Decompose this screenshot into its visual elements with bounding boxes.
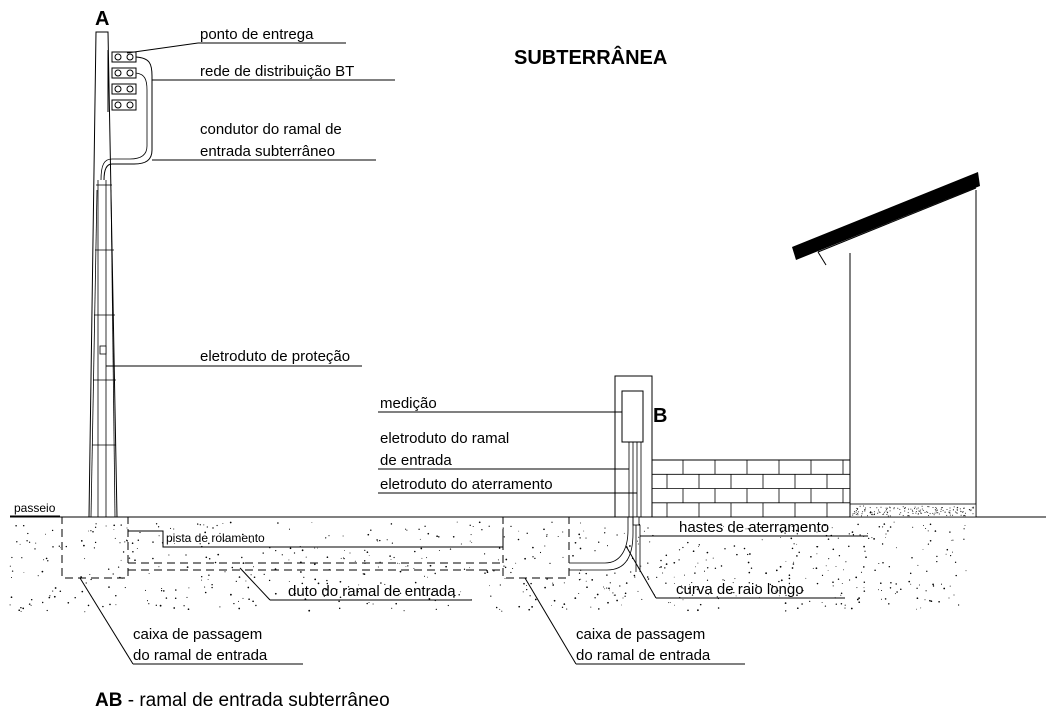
label-eletroduto-aterramento: eletroduto do aterramento — [380, 476, 553, 493]
diagram-title: SUBTERRÂNEA — [514, 45, 667, 69]
label-caixa-2-line2: do ramal de entrada — [576, 647, 711, 664]
legend-caption: AB - ramal de entrada subterrâneo — [95, 690, 390, 712]
label-caixa-2-line1: caixa de passagem — [576, 626, 705, 643]
label-eletroduto-protecao: eletroduto de proteção — [200, 348, 350, 365]
label-caixa-1-line1: caixa de passagem — [133, 626, 262, 643]
passage-box-1 — [61, 516, 129, 579]
entrance-conductor — [100, 56, 153, 181]
leader-lines — [10, 42, 868, 665]
label-caixa-1-line2: do ramal de entrada — [133, 647, 268, 664]
floor-texture — [852, 505, 975, 517]
caption-code: AB — [95, 690, 123, 711]
conduit — [128, 562, 503, 571]
label-eletroduto-ramal-line1: eletroduto do ramal — [380, 430, 509, 447]
point-a-label: A — [95, 8, 109, 30]
soil-texture — [9, 521, 967, 613]
meter-post — [614, 375, 653, 526]
point-b-label: B — [653, 405, 667, 427]
label-condutor-line1: condutor do ramal de — [200, 121, 342, 138]
label-ponto-de-entrega: ponto de entrega — [200, 26, 314, 43]
insulator-rack — [107, 50, 137, 112]
label-condutor-line2: entrada subterrâneo — [200, 143, 335, 160]
label-passeio: passeio — [14, 501, 56, 515]
label-eletroduto-ramal-line2: de entrada — [380, 452, 452, 469]
utility-pole — [88, 31, 118, 518]
label-duto-ramal: duto do ramal de entrada — [288, 583, 456, 600]
caption-text: - ramal de entrada subterrâneo — [122, 690, 390, 711]
label-pista-rolamento: pista de rolamento — [166, 531, 265, 545]
label-hastes-aterramento: hastes de aterramento — [679, 519, 829, 536]
brick-wall — [650, 459, 851, 518]
label-curva-raio-longo: curva de raio longo — [676, 581, 804, 598]
label-rede-distribuicao: rede de distribuição BT — [200, 63, 354, 80]
long-radius-bend — [569, 517, 641, 572]
label-medicao: medição — [380, 395, 437, 412]
